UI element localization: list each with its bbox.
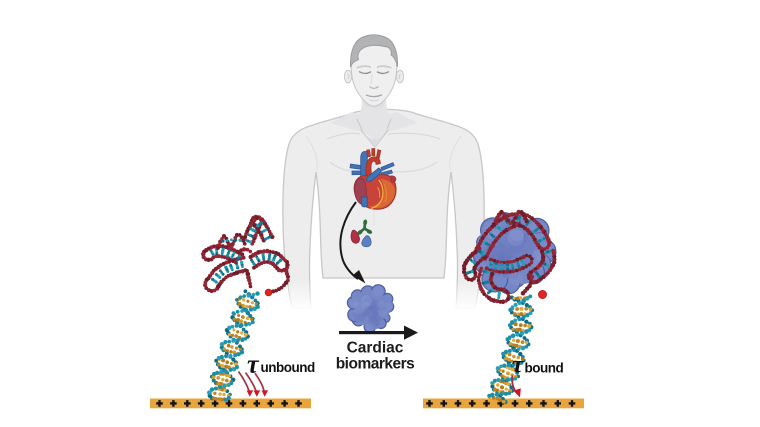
svg-text:biomarkers: biomarkers — [336, 356, 415, 373]
svg-text:bound: bound — [525, 361, 564, 376]
svg-text:Cardiac: Cardiac — [347, 340, 404, 357]
svg-text:τ: τ — [247, 350, 260, 379]
svg-text:unbound: unbound — [261, 360, 315, 375]
svg-text:τ: τ — [512, 352, 524, 379]
